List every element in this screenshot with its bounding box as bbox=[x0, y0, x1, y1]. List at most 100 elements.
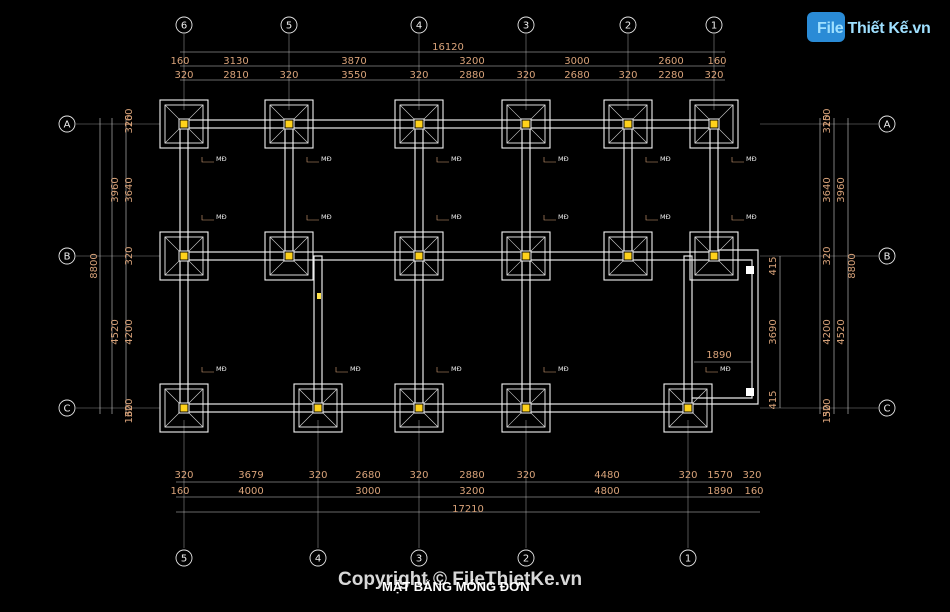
footing-label: MĐ bbox=[746, 155, 757, 163]
dimension-text: 3960 bbox=[110, 177, 121, 202]
axis-label: 6 bbox=[181, 21, 187, 32]
dimension-text: 160 bbox=[170, 486, 189, 497]
column bbox=[180, 120, 188, 128]
dimension-text: 2680 bbox=[564, 70, 589, 81]
dimension-text: 4520 bbox=[110, 319, 121, 344]
footing: MĐ bbox=[501, 213, 569, 281]
grid-axis-right: C bbox=[878, 399, 896, 417]
grid-axis-bottom: 1 bbox=[679, 549, 697, 567]
grid-axis-left: B bbox=[58, 247, 76, 265]
footing: MĐ bbox=[159, 99, 227, 163]
dimension-text: 4200 bbox=[822, 319, 833, 344]
axis-label: A bbox=[884, 120, 891, 131]
dimension-text: 150 bbox=[822, 404, 833, 423]
grid-axis-bottom: 3 bbox=[410, 549, 428, 567]
grid-axis-top: 6 bbox=[175, 16, 193, 34]
footing: MĐ bbox=[689, 213, 757, 281]
footing-label: MĐ bbox=[451, 365, 462, 373]
footing-label: MĐ bbox=[746, 213, 757, 221]
axis-label: B bbox=[64, 252, 71, 263]
dimension-text: 1890 bbox=[707, 486, 732, 497]
footing-label: MĐ bbox=[558, 365, 569, 373]
grid-axis-left: C bbox=[58, 399, 76, 417]
footing: MĐ bbox=[603, 99, 671, 163]
footing-label: MĐ bbox=[216, 213, 227, 221]
dimension-text: 3870 bbox=[341, 56, 366, 67]
dimension-text: 320 bbox=[516, 470, 535, 481]
grid-axis-right: B bbox=[878, 247, 896, 265]
dimension-text: 150 bbox=[822, 108, 833, 127]
axis-label: C bbox=[884, 404, 891, 415]
footing: MĐ bbox=[159, 213, 227, 281]
footing: MĐ bbox=[394, 365, 462, 433]
column bbox=[624, 120, 632, 128]
dimension-text: 3550 bbox=[341, 70, 366, 81]
grid-lines bbox=[76, 34, 878, 548]
dimension-text: 2810 bbox=[223, 70, 248, 81]
dimension-text: 2280 bbox=[658, 70, 683, 81]
logo-text: File Thiết Kế.vn bbox=[817, 20, 931, 37]
footing-label: MĐ bbox=[660, 213, 671, 221]
axis-label: 1 bbox=[685, 554, 691, 565]
dimension-total: 8800 bbox=[89, 253, 100, 278]
grid-axis-bottom: 4 bbox=[309, 549, 327, 567]
axis-label: C bbox=[64, 404, 71, 415]
column bbox=[684, 404, 692, 412]
dimension-text: 3640 bbox=[822, 177, 833, 202]
column bbox=[285, 120, 293, 128]
axis-label: 3 bbox=[416, 554, 422, 565]
footing-label: MĐ bbox=[660, 155, 671, 163]
footing: MĐ bbox=[293, 365, 361, 433]
dimension-lines bbox=[99, 51, 849, 513]
dimension-text: 320 bbox=[409, 70, 428, 81]
dimension-text: 320 bbox=[678, 470, 697, 481]
grid-axis-top: 1 bbox=[705, 16, 723, 34]
footing: MĐ bbox=[394, 99, 462, 163]
dimension-text: 1890 bbox=[706, 350, 731, 361]
dimension-text: 320 bbox=[409, 470, 428, 481]
footing: MĐ bbox=[603, 213, 671, 281]
dimension-text: 3690 bbox=[768, 319, 779, 344]
footing: MĐ bbox=[264, 99, 332, 163]
column bbox=[285, 252, 293, 260]
column bbox=[314, 404, 322, 412]
footing: MĐ bbox=[501, 99, 569, 163]
footing: MĐ bbox=[663, 365, 731, 433]
dimension-text: 160 bbox=[124, 404, 135, 423]
column bbox=[415, 404, 423, 412]
axis-label: 4 bbox=[315, 554, 321, 565]
axis-label: 5 bbox=[181, 554, 187, 565]
dimension-text: 3130 bbox=[223, 56, 248, 67]
dimension-text: 415 bbox=[768, 256, 779, 275]
dimension-text: 2600 bbox=[658, 56, 683, 67]
dimension-text: 3200 bbox=[459, 486, 484, 497]
dimension-text: 2680 bbox=[355, 470, 380, 481]
dimension-text: 3679 bbox=[238, 470, 263, 481]
axis-label: B bbox=[884, 252, 891, 263]
dimension-total: 17210 bbox=[452, 504, 484, 515]
footing-label: MĐ bbox=[558, 213, 569, 221]
axis-label: 1 bbox=[711, 21, 717, 32]
dimension-text: 4200 bbox=[124, 319, 135, 344]
dimension-text: 320 bbox=[279, 70, 298, 81]
footing-label: MĐ bbox=[321, 155, 332, 163]
footing-label: MĐ bbox=[451, 155, 462, 163]
copyright-watermark: Copyright © FileThietKe.vn bbox=[338, 569, 583, 590]
grid-axis-bottom: 2 bbox=[517, 549, 535, 567]
grid-axis-top: 5 bbox=[280, 16, 298, 34]
grid-axis-left: A bbox=[58, 115, 76, 133]
dimension-text: 320 bbox=[124, 114, 135, 133]
grid-axis-top: 2 bbox=[619, 16, 637, 34]
dimension-text: 4480 bbox=[594, 470, 619, 481]
footing: MĐ bbox=[689, 99, 757, 163]
drawing-title: MẶT BẰNG MÓNG ĐƠN bbox=[382, 579, 530, 594]
dimension-text: 320 bbox=[742, 470, 761, 481]
footing-label: MĐ bbox=[720, 365, 731, 373]
column bbox=[415, 252, 423, 260]
opening-marker bbox=[746, 388, 754, 396]
dimension-text: 320 bbox=[704, 70, 723, 81]
footing: MĐ bbox=[159, 365, 227, 433]
